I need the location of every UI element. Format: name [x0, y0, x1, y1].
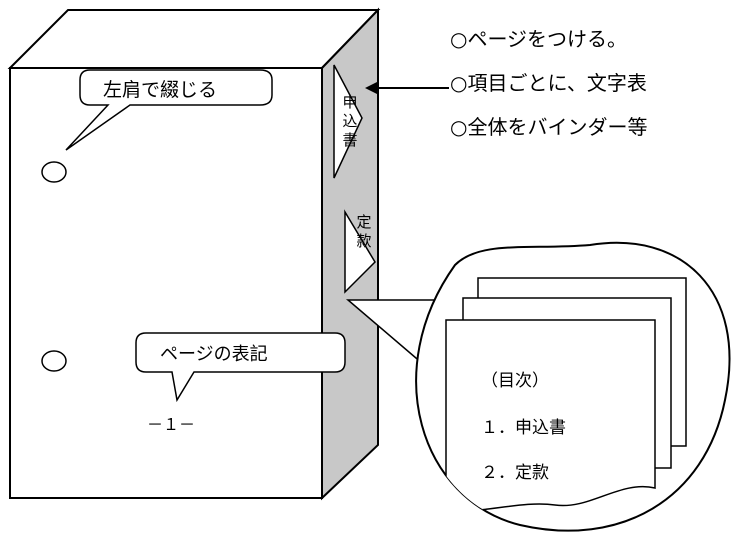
binding-hole-top [41, 161, 67, 183]
note-binder: ○全体をバインダー等 [450, 115, 647, 139]
tab-application-char-2: 込 [342, 112, 357, 130]
page-front-toc [445, 319, 656, 512]
arrow-head-icon [365, 82, 377, 94]
binder-top-face [7, 9, 381, 69]
binder-front-cover [9, 67, 323, 499]
callout-shoulder-bubble [65, 69, 273, 151]
toc-title: （目次） [481, 371, 549, 391]
tab-application [333, 64, 363, 179]
tab-articles-char-2: 款 [356, 232, 371, 250]
binding-hole-bottom [41, 350, 67, 372]
tab-application-char-3: 書 [342, 131, 357, 149]
tab-articles [344, 209, 376, 294]
note-item-labels: ○項目ごとに、文字表 [450, 71, 647, 95]
tab-articles-char-1: 定 [356, 213, 371, 231]
note-page-numbering: ○ページをつける。 [450, 27, 627, 51]
callout-page-bubble [135, 332, 346, 403]
toc-item-1: １．申込書 [481, 418, 566, 438]
callout-page-text: ページの表記 [160, 344, 268, 365]
page-number: －１－ [147, 415, 195, 434]
tab-application-char-1: 申 [342, 93, 357, 111]
toc-item-2: ２．定款 [481, 463, 549, 483]
callout-shoulder-text: 左肩で綴じる [103, 79, 217, 101]
